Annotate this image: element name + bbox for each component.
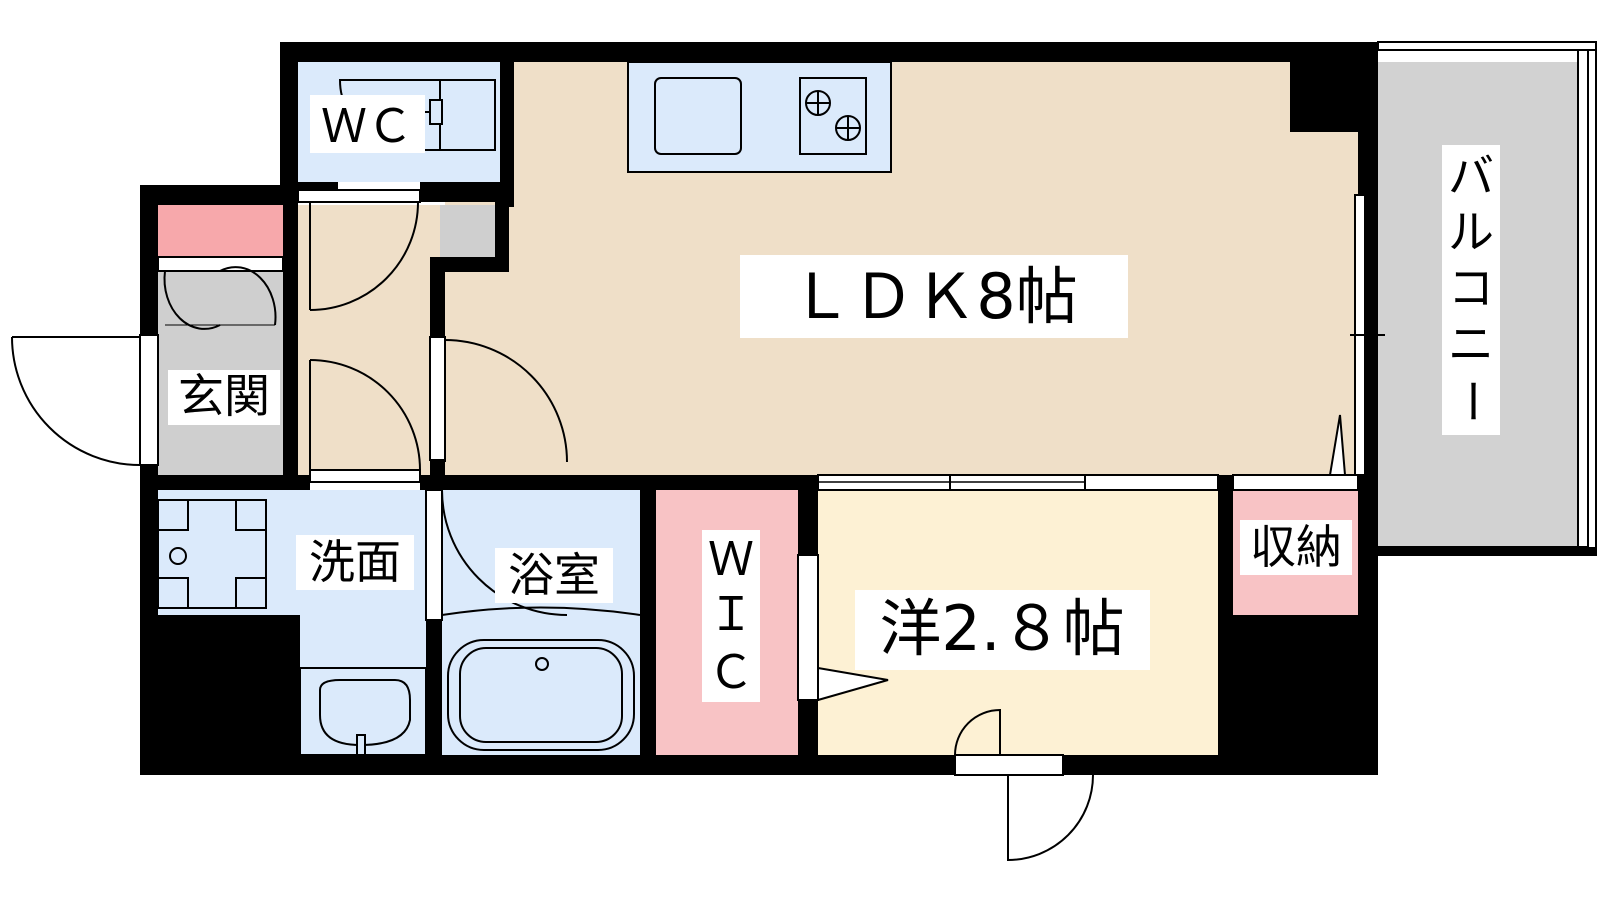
wic-label-w: Ｗ [708,532,754,586]
balcony-char-5: ー [1445,378,1499,424]
label-wc: ＷＣ [310,95,425,153]
label-western: 洋2.８帖 [855,590,1150,670]
stove-icon [799,77,867,155]
sliding-doors [817,474,1219,491]
storage-label: 収納 [1250,520,1342,574]
label-ldk: ＬＤＫ8帖 [740,255,1128,338]
bathroom-label: 浴室 [508,548,600,602]
bathtub-icon [447,639,635,751]
kitchen-counter [627,61,892,173]
wic-label-i: Ｉ [708,587,754,641]
shoe-box [158,205,283,257]
hallway [298,205,445,475]
ldk-label: ＬＤＫ8帖 [790,260,1077,333]
label-washroom: 洗面 [296,535,414,590]
closet-gray [440,205,495,257]
label-balcony: バ ル コ ニ ー [1442,145,1500,435]
label-bathroom: 浴室 [495,548,613,603]
sink-icon [654,77,742,155]
western-label: 洋2.８帖 [879,592,1124,665]
wic-label-c: Ｃ [708,645,754,699]
wc-label: ＷＣ [321,99,413,153]
label-wic: Ｗ Ｉ Ｃ [702,530,760,702]
label-entrance: 玄関 [168,369,280,425]
wash-basin-icon [299,667,427,756]
balcony-char-2: ル [1448,205,1494,259]
doors [11,189,1359,862]
balcony-char-4: ニ [1448,317,1494,371]
balcony-char-1: バ [1448,149,1494,203]
balcony-char-3: コ [1448,261,1494,315]
entrance-label: 玄関 [178,369,270,423]
washing-machine-icon [157,499,267,609]
washroom-label: 洗面 [309,535,401,589]
label-storage: 収納 [1240,520,1352,575]
